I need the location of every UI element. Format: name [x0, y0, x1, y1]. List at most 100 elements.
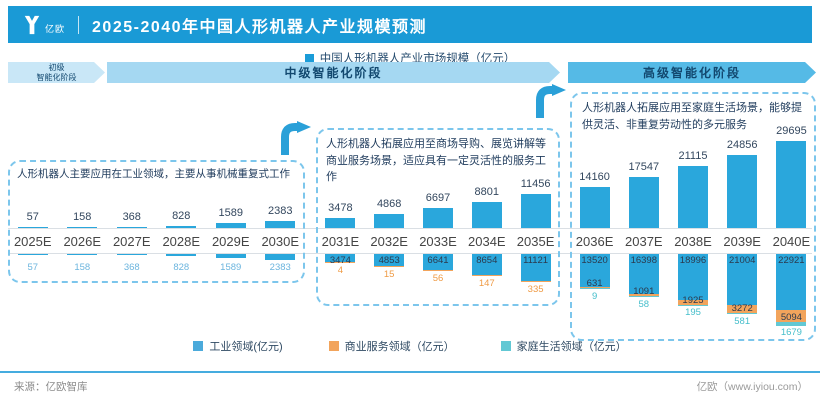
commercial-segment: [520, 280, 551, 282]
commercial-segment: [374, 265, 405, 267]
industrial-value-label: 4853: [378, 254, 400, 266]
commercial-value-label: 5094: [780, 311, 802, 323]
main-axis-line: [8, 228, 812, 229]
total-value-label: 158: [73, 211, 92, 224]
commercial-segment: [423, 270, 453, 272]
year-label: 2040E: [772, 234, 811, 249]
stage-intermediate-label: 中级智能化阶段: [284, 66, 383, 80]
total-bar: [471, 202, 502, 228]
industrial-value-label: 368: [123, 262, 140, 273]
commercial-value-label: 631: [586, 278, 603, 290]
total-bar: [520, 194, 551, 228]
commercial-segment: [628, 293, 659, 297]
note-industrial: 人形机器人主要应用在工业领域，主要从事机械重复式工作: [17, 168, 290, 180]
industrial-segment: [727, 254, 758, 305]
total-bar: [215, 223, 246, 228]
year-label: 2039E: [723, 234, 761, 249]
year-label: 2037E: [625, 234, 663, 249]
total-value-label: 14160: [579, 170, 610, 183]
total-value-label: 11456: [520, 178, 551, 191]
transition-arrow-icon: [280, 121, 312, 162]
total-bar: [166, 225, 197, 228]
industrial-value-label: 13520: [581, 254, 608, 266]
legend-square-family: [500, 341, 511, 351]
industrial-segment: [215, 254, 246, 258]
total-value-label: 8801: [474, 186, 500, 199]
family-segment: [776, 321, 807, 326]
transition-arrow-icon: [535, 84, 567, 125]
industrial-value-label: 11121: [523, 254, 549, 266]
industrial-segment: [67, 254, 98, 255]
note-commercial: 人形机器人拓展应用至商场导购、展览讲解等商业服务场景，适应具有一定灵活性的服务工…: [326, 138, 546, 183]
industrial-segment: [265, 254, 296, 260]
industrial-value-label: 57: [27, 262, 39, 273]
section-box-commercial: [316, 128, 560, 306]
total-bar: [776, 141, 807, 228]
year-label: 2033E: [419, 234, 457, 249]
commercial-value-label: 15: [383, 268, 395, 280]
note-family: 人形机器人拓展应用至家庭生活场景，能够提供灵活、非重复劳动性的多元服务: [582, 102, 802, 131]
industrial-value-label: 158: [74, 262, 91, 273]
commercial-segment: [727, 304, 758, 313]
legend-label-commercial: 商业服务领域（亿元）: [344, 341, 455, 353]
industrial-segment: [116, 254, 147, 255]
family-value-label: 195: [685, 307, 701, 319]
stage-advanced-label: 高级智能化阶段: [642, 66, 741, 80]
industrial-segment: [776, 254, 807, 310]
industrial-segment: [17, 254, 48, 255]
total-bar: [423, 208, 453, 228]
commercial-segment: [579, 286, 610, 289]
industrial-value-label: 3474: [329, 254, 351, 266]
total-value-label: 29695: [776, 125, 807, 137]
commercial-value-label: 1091: [633, 286, 655, 298]
stage-primary-line1: 初级: [48, 62, 65, 72]
total-bar: [265, 221, 296, 228]
year-label: 2032E: [370, 234, 408, 249]
total-bar: [579, 186, 610, 228]
stage-arrow-advanced: 高级智能化阶段: [568, 62, 816, 83]
family-segment: [579, 288, 610, 290]
total-value-label: 368: [122, 210, 141, 223]
family-segment: [628, 296, 659, 298]
legend-item-industrial: 工业领域(亿元): [193, 338, 283, 354]
iyiou-logo: 亿欧: [22, 14, 65, 35]
section-box-industrial: [8, 160, 305, 283]
industrial-value-label: 18996: [679, 254, 707, 266]
industrial-value-label: 21004: [728, 254, 756, 266]
header-band: 亿欧 2025-2040年中国人形机器人产业规模预测: [8, 6, 812, 43]
source-text: 来源：亿欧智库: [14, 381, 88, 393]
footer-divider: [0, 371, 820, 373]
total-bar: [727, 155, 758, 228]
total-bar: [374, 213, 405, 228]
total-value-label: 3478: [328, 201, 353, 214]
section-box-family: [570, 92, 816, 341]
family-value-label: 1679: [780, 327, 802, 339]
year-label: 2036E: [575, 234, 614, 249]
total-value-label: 24856: [726, 139, 758, 152]
legend-item-commercial: 商业服务领域（亿元）: [328, 338, 455, 354]
total-bar: [67, 227, 98, 228]
commercial-segment: [325, 262, 356, 264]
industrial-segment: [325, 254, 356, 263]
legend-item-family: 家庭生活领域（亿元）: [500, 338, 627, 354]
year-label: 2031E: [321, 234, 360, 249]
commercial-value-label: 3272: [731, 302, 753, 314]
family-segment: [678, 304, 708, 306]
site-credit: 亿欧（www.iyiou.com）: [696, 381, 808, 393]
industrial-segment: [520, 254, 551, 281]
family-value-label: 581: [734, 315, 751, 327]
legend-square-industrial: [193, 341, 204, 351]
total-value-label: 57: [26, 211, 39, 224]
total-bar: [678, 166, 708, 228]
industrial-value-label: 22921: [778, 254, 805, 266]
commercial-value-label: 4: [337, 265, 344, 277]
industrial-segment: [579, 254, 610, 287]
family-value-label: 58: [638, 298, 650, 310]
family-value-label: 9: [591, 290, 598, 302]
legend-square-total: [304, 54, 314, 63]
industrial-segment: [678, 254, 708, 301]
total-bar: [17, 227, 48, 228]
bottom-legend: 工业领域(亿元) 商业服务领域（亿元） 家庭生活领域（亿元）: [0, 338, 820, 354]
commercial-segment: [471, 274, 502, 276]
